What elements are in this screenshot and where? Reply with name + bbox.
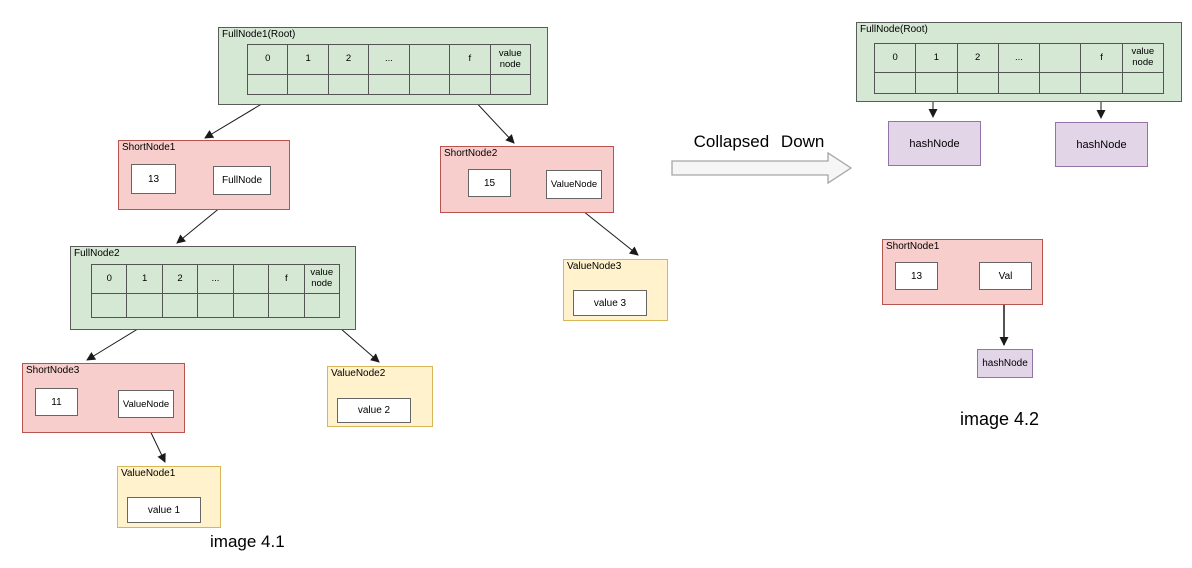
shortnode2-key: 15: [468, 169, 511, 197]
shortnode1-title: ShortNode1: [122, 142, 176, 153]
fullnode1-title: FullNode1(Root): [222, 29, 296, 40]
hashnode3-box: hashNode: [977, 349, 1033, 378]
table-cell: [269, 294, 305, 318]
fullnode-root-box: FullNode(Root) 0 1 2 ... f value node: [856, 22, 1182, 102]
shortnode2-ref: ValueNode: [546, 170, 602, 199]
shortnode1-key: 13: [131, 164, 176, 194]
shortnode1-right-title: ShortNode1: [886, 241, 940, 252]
table-cell: [1081, 73, 1123, 94]
table-cell: [1122, 73, 1164, 94]
table-cell: ...: [998, 44, 1041, 73]
fullnode1-root-box: FullNode1(Root) 0 1 2 ... f value node: [218, 27, 548, 105]
table-cell: [490, 75, 531, 95]
table-cell: 0: [248, 45, 289, 75]
table-cell: value node: [1122, 44, 1164, 73]
shortnode1-right-ref: Val: [979, 262, 1032, 290]
shortnode1-box: ShortNode1 13 FullNode: [118, 140, 290, 210]
table-cell: [916, 73, 958, 94]
fullnode-root-title: FullNode(Root): [860, 24, 928, 35]
valuenode1-title: ValueNode1: [121, 468, 176, 479]
table-cell: [92, 294, 128, 318]
table-cell: [248, 75, 289, 95]
table-cell: [198, 294, 234, 318]
table-cell: 0: [92, 265, 128, 294]
table-cell: [409, 75, 451, 95]
table-cell: [1040, 44, 1082, 73]
table-cell: f: [269, 265, 305, 294]
hashnode1-box: hashNode: [888, 121, 981, 166]
table-cell: 2: [328, 45, 370, 75]
fullnode1-table: 0 1 2 ... f value node: [247, 44, 531, 95]
caption-image-4-1: image 4.1: [210, 532, 285, 551]
table-cell: [162, 294, 199, 318]
shortnode3-ref: ValueNode: [118, 390, 174, 418]
fullnode2-table: 0 1 2 ... f value node: [91, 264, 340, 318]
table-cell: 1: [127, 265, 163, 294]
collapsed-down-label: Collapsed Down: [693, 132, 825, 151]
valuenode3-box: ValueNode3 value 3: [563, 259, 668, 321]
table-cell: [288, 75, 329, 95]
table-cell: value node: [490, 45, 531, 75]
table-cell: [875, 73, 917, 94]
shortnode1-ref: FullNode: [213, 166, 271, 195]
table-cell: [328, 75, 370, 95]
table-cell: [304, 294, 340, 318]
shortnode2-title: ShortNode2: [444, 148, 498, 159]
fullnode2-title: FullNode2: [74, 248, 120, 259]
valuenode2-value: value 2: [337, 398, 411, 423]
table-cell: [369, 75, 410, 95]
table-cell: [450, 75, 491, 95]
shortnode1-right-key: 13: [895, 262, 938, 290]
shortnode3-box: ShortNode3 11 ValueNode: [22, 363, 185, 433]
table-cell: [957, 73, 999, 94]
valuenode1-value: value 1: [127, 497, 201, 523]
fullnode-root-table: 0 1 2 ... f value node: [874, 43, 1164, 94]
valuenode3-value: value 3: [573, 290, 647, 316]
table-cell: 1: [288, 45, 329, 75]
shortnode1-right-box: ShortNode1 13 Val: [882, 239, 1043, 305]
valuenode1-box: ValueNode1 value 1: [117, 466, 221, 528]
hashnode2-box: hashNode: [1055, 122, 1148, 167]
valuenode2-box: ValueNode2 value 2: [327, 366, 433, 427]
table-cell: ...: [369, 45, 410, 75]
shortnode2-box: ShortNode2 15 ValueNode: [440, 146, 614, 213]
fullnode2-box: FullNode2 0 1 2 ... f value node: [70, 246, 356, 330]
table-cell: 1: [916, 44, 958, 73]
table-cell: f: [450, 45, 491, 75]
table-cell: [1040, 73, 1082, 94]
table-cell: [998, 73, 1041, 94]
table-cell: f: [1081, 44, 1123, 73]
caption-image-4-2: image 4.2: [960, 409, 1040, 429]
table-cell: ...: [198, 265, 234, 294]
collapsed-down-arrow-shape: [671, 151, 853, 185]
table-cell: [127, 294, 163, 318]
valuenode2-title: ValueNode2: [331, 368, 386, 379]
table-cell: 0: [875, 44, 917, 73]
table-cell: 2: [957, 44, 999, 73]
shortnode3-key: 11: [35, 388, 78, 416]
shortnode3-title: ShortNode3: [26, 365, 80, 376]
table-cell: [233, 265, 270, 294]
table-cell: [409, 45, 451, 75]
table-cell: value node: [304, 265, 340, 294]
valuenode3-title: ValueNode3: [567, 261, 622, 272]
table-cell: 2: [162, 265, 199, 294]
table-cell: [233, 294, 270, 318]
